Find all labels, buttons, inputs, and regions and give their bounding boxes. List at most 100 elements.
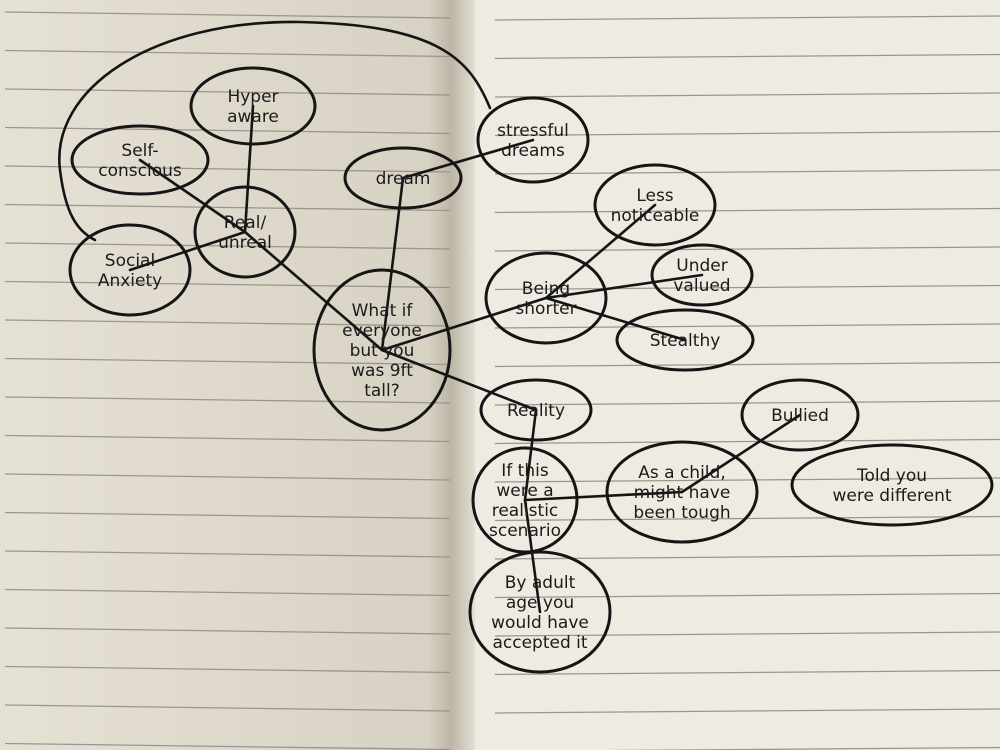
connectors bbox=[58, 20, 802, 614]
connector-stressful-dreams-social-anxiety bbox=[58, 20, 492, 242]
node-outline bbox=[70, 124, 210, 196]
node-label-line: but you bbox=[350, 341, 415, 361]
node-outline bbox=[484, 251, 608, 345]
node-outline bbox=[193, 185, 297, 279]
ruled-line bbox=[4, 550, 451, 558]
node-outline bbox=[593, 163, 717, 247]
node-dream[interactable]: dream bbox=[343, 146, 463, 210]
node-label-line: Less bbox=[636, 186, 673, 206]
node-outline bbox=[312, 268, 452, 432]
ruled-line bbox=[4, 126, 451, 135]
ruled-line bbox=[4, 588, 451, 597]
ruled-line bbox=[494, 554, 1000, 560]
ruled-line bbox=[4, 665, 451, 674]
node-label-line: aware bbox=[227, 107, 279, 127]
node-outline bbox=[343, 146, 463, 210]
node-label-line: By adult bbox=[505, 573, 576, 593]
node-label-line: Real/ bbox=[224, 213, 267, 233]
node-outline bbox=[740, 378, 860, 452]
connector-social_anxiety-real_unreal bbox=[128, 230, 247, 272]
right-page bbox=[475, 0, 1000, 750]
ruled-line bbox=[4, 165, 451, 173]
connector-being_shorter-less_noticeable bbox=[544, 203, 657, 300]
node-label-line: conscious bbox=[98, 161, 182, 181]
node-label-line: were a bbox=[496, 481, 553, 501]
node-outline bbox=[790, 443, 994, 527]
node-label-line: would have bbox=[491, 613, 589, 633]
node-label-line: valued bbox=[673, 276, 730, 296]
ruled-line bbox=[494, 246, 1000, 252]
ruled-line bbox=[494, 361, 1000, 368]
node-outline bbox=[605, 440, 759, 544]
connector-central-being_shorter bbox=[380, 296, 548, 352]
node-label-line: Stealthy bbox=[650, 331, 721, 351]
ruled-line bbox=[494, 477, 1000, 483]
left-page bbox=[0, 0, 475, 750]
node-label-line: stressful bbox=[497, 121, 569, 141]
ruled-line bbox=[4, 396, 451, 404]
ruled-line bbox=[4, 473, 451, 481]
ruled-line bbox=[4, 434, 451, 443]
node-label-line: tall? bbox=[364, 381, 400, 401]
ruled-line bbox=[494, 130, 1000, 137]
ruled-lines bbox=[4, 11, 1000, 750]
node-label-line: Social bbox=[105, 251, 155, 271]
node-label-line: Told you bbox=[856, 466, 927, 486]
node-label-line: As a child, bbox=[638, 463, 725, 483]
ruled-line bbox=[494, 592, 1000, 599]
node-label-line: Self- bbox=[121, 141, 158, 161]
node-label-line: dream bbox=[376, 169, 431, 189]
node-bullied[interactable]: Bullied bbox=[740, 378, 860, 452]
node-label-line: accepted it bbox=[492, 633, 587, 653]
node-label-line: might have bbox=[634, 483, 731, 503]
node-label-line: Bullied bbox=[771, 406, 829, 426]
connector-realistic_scenario-as_a_child bbox=[523, 490, 684, 502]
node-label-line: realistic bbox=[492, 501, 559, 521]
node-outline bbox=[650, 243, 754, 307]
node-label-line: Anxiety bbox=[98, 271, 162, 291]
connector-self_conscious-real_unreal bbox=[138, 158, 247, 234]
connector-as_a_child-bullied bbox=[680, 413, 802, 494]
ruled-line bbox=[4, 203, 451, 212]
ruled-line bbox=[494, 207, 1000, 214]
ruled-line bbox=[4, 319, 451, 327]
ruled-line bbox=[4, 357, 451, 366]
node-label-line: What if bbox=[352, 301, 414, 321]
node-label-line: were different bbox=[832, 486, 951, 506]
node-label-line: shorter bbox=[515, 299, 576, 319]
node-self-conscious[interactable]: Self-conscious bbox=[70, 124, 210, 196]
ruled-line bbox=[494, 15, 1000, 21]
ruled-line bbox=[494, 708, 1000, 714]
connector-hyper_aware-real_unreal bbox=[243, 104, 255, 234]
ruled-line bbox=[4, 11, 451, 19]
connector-dream-stressful_dreams bbox=[401, 138, 535, 180]
connector-realistic_scenario-adult_age bbox=[523, 498, 542, 614]
node-stealthy[interactable]: Stealthy bbox=[615, 308, 755, 372]
node-real-unreal[interactable]: Real/unreal bbox=[193, 185, 297, 279]
node-label-line: Reality bbox=[507, 401, 565, 421]
node-reality[interactable]: Reality bbox=[479, 378, 593, 442]
node-label-line: If this bbox=[501, 461, 549, 481]
ruled-line bbox=[494, 400, 1000, 406]
node-label-line: dreams bbox=[501, 141, 565, 161]
ruled-line bbox=[4, 88, 451, 96]
node-label-line: everyone bbox=[342, 321, 422, 341]
connector-reality-realistic_scenario bbox=[523, 408, 538, 502]
node-outline bbox=[189, 66, 317, 146]
ruled-line bbox=[4, 704, 451, 712]
ruled-line bbox=[4, 280, 451, 289]
node-label-line: was 9ft bbox=[351, 361, 413, 381]
node-outline bbox=[468, 550, 612, 674]
